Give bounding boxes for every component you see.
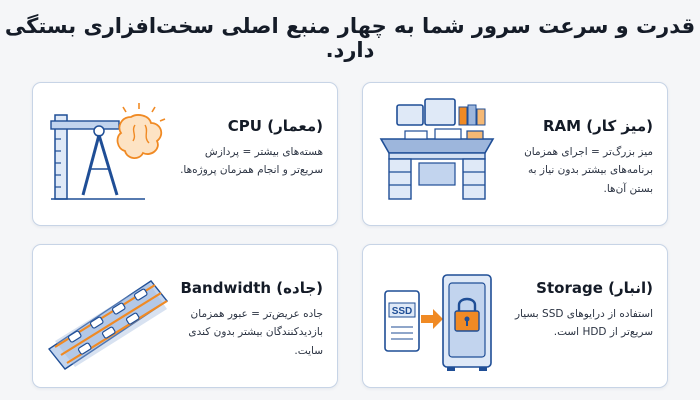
ssd-vault-icon: SSD: [375, 257, 499, 377]
card-desc-storage: استفاده از درایوهای SSD بسیار سریع‌تر از…: [514, 308, 653, 339]
architect-brain-icon: [45, 95, 169, 215]
card-desc-cpu: هسته‌های بیشتر = پردازش سریع‌تر و انجام …: [180, 146, 323, 177]
card-title-storage: Storage (انبار): [536, 279, 653, 297]
desk-workstation-icon: [375, 95, 499, 215]
page-title: قدرت و سرعت سرور شما به چهار منبع اصلی س…: [4, 14, 696, 62]
card-title-bandwidth: Bandwidth (جاده): [180, 279, 324, 297]
card-bandwidth: Bandwidth (جاده) جاده عریض‌تر = عبور همز…: [32, 244, 338, 388]
card-storage: SSD Storage (انبار) استفاده از درایوهای …: [362, 244, 668, 388]
card-cpu: CPU (معمار) هسته‌های بیشتر = پردازش سریع…: [32, 82, 338, 226]
card-desc-ram: میز بزرگ‌تر = اجرای همزمان برنامه‌های بی…: [524, 146, 653, 195]
card-ram: RAM (میز کار) میز بزرگ‌تر = اجرای همزمان…: [362, 82, 668, 226]
highway-traffic-icon: [45, 257, 169, 377]
card-desc-bandwidth: جاده عریض‌تر = عبور همزمان بازدیدکنندگان…: [188, 308, 323, 357]
card-title-ram: RAM (میز کار): [543, 117, 653, 135]
ssd-label: SSD: [392, 306, 413, 317]
card-title-cpu: CPU (معمار): [227, 117, 323, 135]
